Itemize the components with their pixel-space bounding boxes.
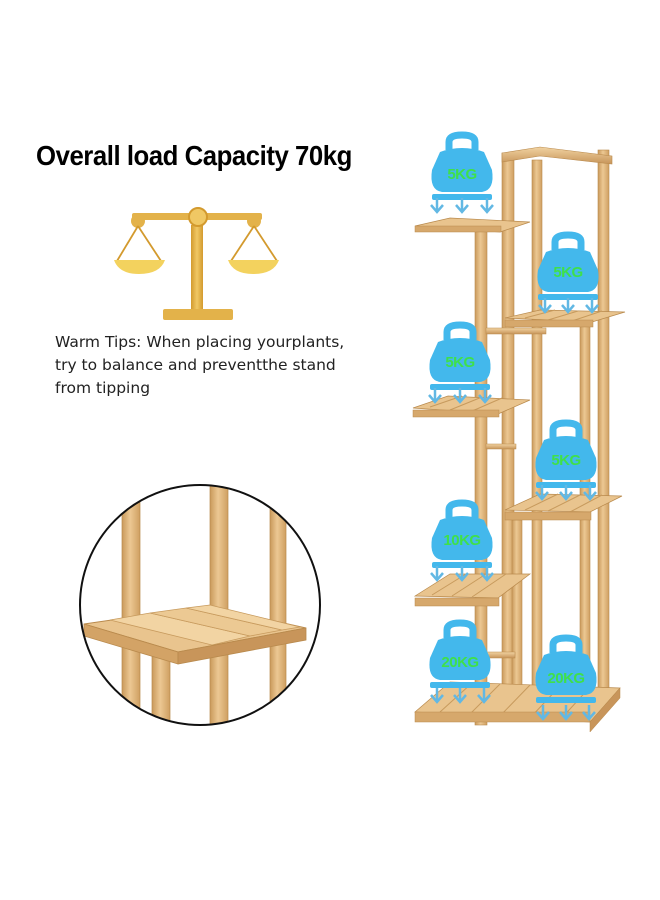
weight-label-1: 5KG <box>447 166 476 183</box>
down-arrow-icon <box>479 196 495 214</box>
weight-indicator-3: 5KG <box>429 325 491 404</box>
shelf-4 <box>504 493 623 521</box>
shelf-1 <box>414 217 531 233</box>
down-arrow-icon <box>454 196 470 214</box>
shelf-closeup <box>79 484 321 726</box>
weight-indicator-7: 20KG <box>535 638 596 721</box>
balance-scale-icon <box>114 207 279 320</box>
weight-indicator-5: 10KG <box>429 503 493 582</box>
down-arrow-icon <box>429 196 445 214</box>
weight-label-7: 20KG <box>547 670 584 687</box>
weight-indicator-6: 20KG <box>429 623 490 704</box>
down-arrow-icon <box>584 296 600 314</box>
tips-line-2: try to balance and preventthe stand <box>55 356 336 374</box>
warm-tips: Warm Tips: When placing yourplants, try … <box>55 331 365 400</box>
weight-label-2: 5KG <box>553 264 582 281</box>
tips-line-3: from tipping <box>55 379 151 397</box>
headline: Overall load Capacity 70kg <box>36 140 352 171</box>
weight-indicator-4: 5KG <box>535 423 596 501</box>
shelf-2 <box>504 309 626 328</box>
weight-label-4: 5KG <box>551 452 580 469</box>
tips-line-1: Warm Tips: When placing yourplants, <box>55 333 345 351</box>
weight-indicator-1: 5KG <box>429 135 495 214</box>
weight-indicator-2: 5KG <box>537 235 600 314</box>
down-arrow-icon <box>429 564 445 582</box>
plant-stand <box>412 146 626 733</box>
weight-label-5: 10KG <box>443 532 480 549</box>
weight-label-6: 20KG <box>441 654 478 671</box>
weight-label-3: 5KG <box>445 354 474 371</box>
down-arrow-icon <box>560 296 576 314</box>
